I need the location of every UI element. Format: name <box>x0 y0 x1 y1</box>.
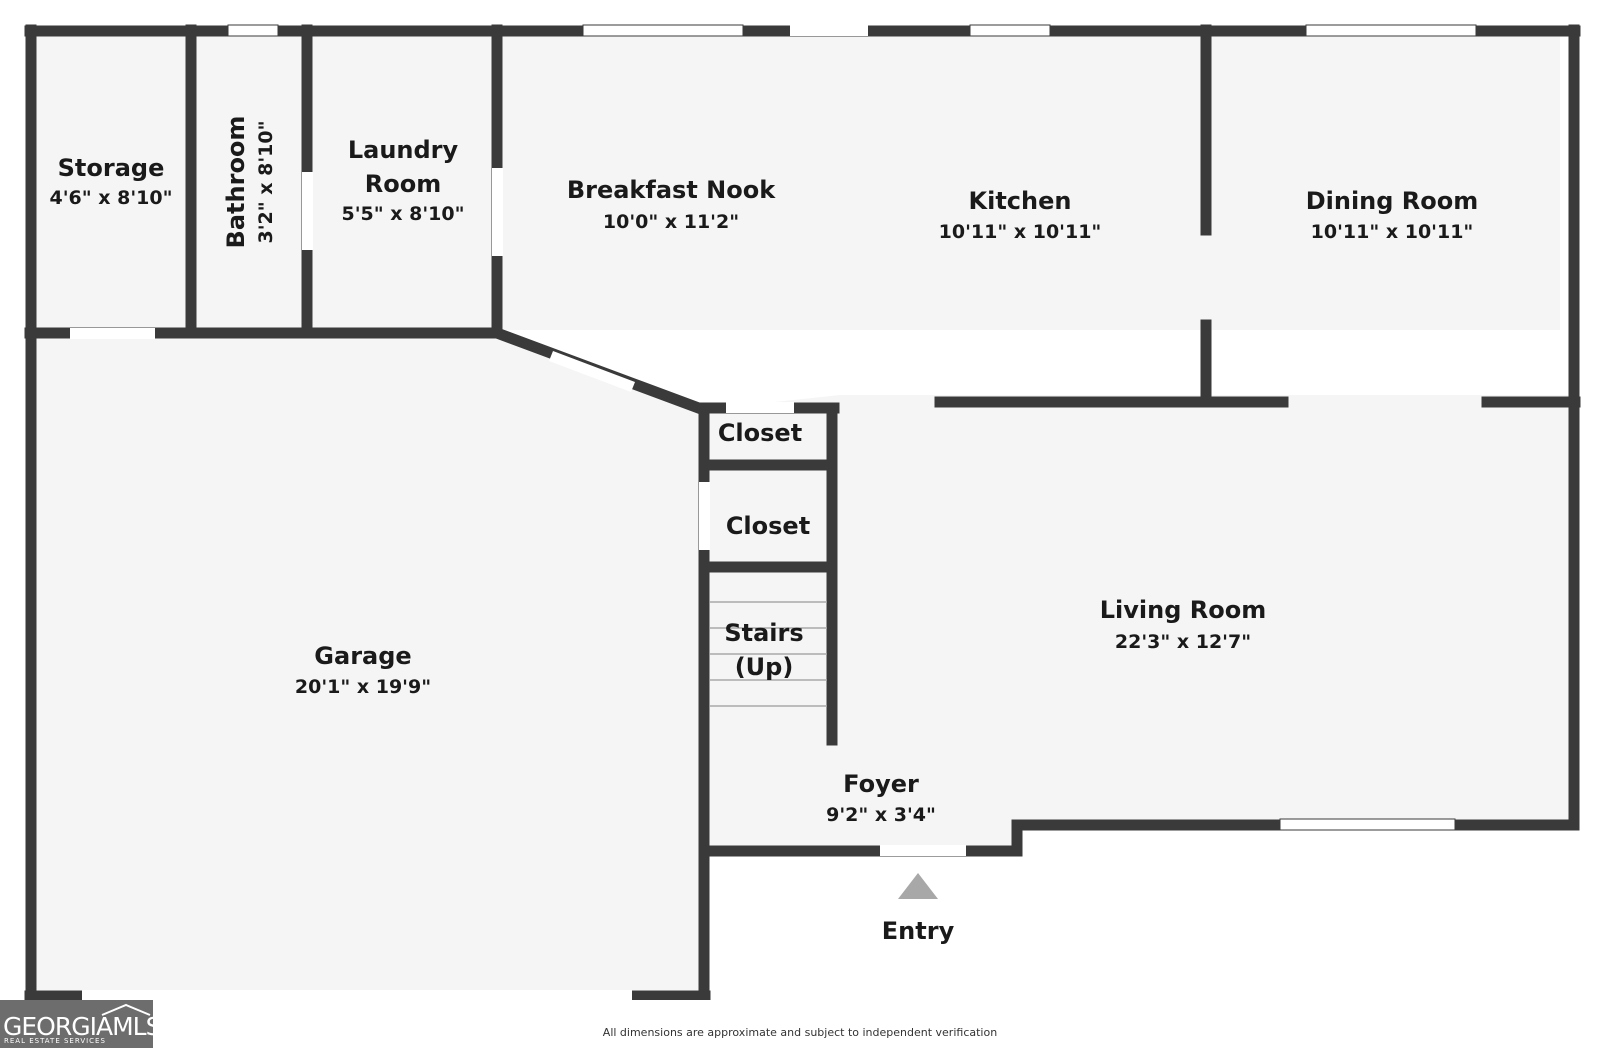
room-laundry: Laundry Room 5'5" x 8'10" <box>341 136 464 225</box>
room-name-line2: Room <box>365 170 441 198</box>
logo-tagline: REAL ESTATE SERVICES <box>4 1037 106 1045</box>
room-dimensions: 10'11" x 10'11" <box>939 221 1102 243</box>
room-name: Bathroom <box>222 116 250 249</box>
room-stairs: Stairs (Up) <box>724 619 803 681</box>
room-storage: Storage 4'6" x 8'10" <box>49 154 172 209</box>
room-dimensions: 5'5" x 8'10" <box>341 203 464 225</box>
room-name-line1: Stairs <box>724 619 803 647</box>
room-dimensions: 22'3" x 12'7" <box>1115 631 1251 653</box>
disclaimer-text: All dimensions are approximate and subje… <box>602 1026 998 1039</box>
room-dimensions: 9'2" x 3'4" <box>826 804 936 826</box>
room-dimensions: 4'6" x 8'10" <box>49 187 172 209</box>
georgia-mls-logo: GEORGIAMLS REAL ESTATE SERVICES <box>0 1000 161 1048</box>
room-foyer: Foyer 9'2" x 3'4" <box>826 770 936 826</box>
room-name: Foyer <box>843 770 919 798</box>
room-kitchen: Kitchen 10'11" x 10'11" <box>939 187 1102 243</box>
room-living-room: Living Room 22'3" x 12'7" <box>1100 596 1266 653</box>
room-dimensions: 10'0" x 11'2" <box>603 211 739 233</box>
floor-plan: Storage 4'6" x 8'10" Bathroom 3'2" x 8'1… <box>24 24 1581 1000</box>
windows <box>70 24 1477 1000</box>
house-roof-icon <box>101 1003 151 1016</box>
room-name: Breakfast Nook <box>567 176 776 204</box>
room-garage: Garage 20'1" x 19'9" <box>295 642 431 698</box>
floor-fill <box>30 30 1575 990</box>
stair-treads <box>710 601 827 707</box>
room-name: Closet <box>718 419 802 447</box>
room-name: Storage <box>58 154 165 182</box>
room-name-line1: Laundry <box>348 136 459 164</box>
entry-label: Entry <box>882 917 955 945</box>
room-bathroom: Bathroom 3'2" x 8'10" <box>222 116 277 249</box>
room-dimensions: 3'2" x 8'10" <box>255 120 277 243</box>
room-dimensions: 20'1" x 19'9" <box>295 676 431 698</box>
room-name-line2: (Up) <box>735 653 794 681</box>
room-name: Dining Room <box>1306 187 1479 215</box>
room-name: Living Room <box>1100 596 1266 624</box>
logo-brand-text: GEORGIAMLS <box>3 1012 161 1041</box>
room-closet-lower: Closet <box>726 512 810 540</box>
room-breakfast-nook: Breakfast Nook 10'0" x 11'2" <box>567 176 776 233</box>
room-name: Closet <box>726 512 810 540</box>
room-dining-room: Dining Room 10'11" x 10'11" <box>1306 187 1479 243</box>
room-name: Garage <box>314 642 411 670</box>
room-dimensions: 10'11" x 10'11" <box>1311 221 1474 243</box>
entry-arrow-icon <box>898 873 938 899</box>
room-name: Kitchen <box>969 187 1072 215</box>
room-closet-upper: Closet <box>718 419 802 447</box>
